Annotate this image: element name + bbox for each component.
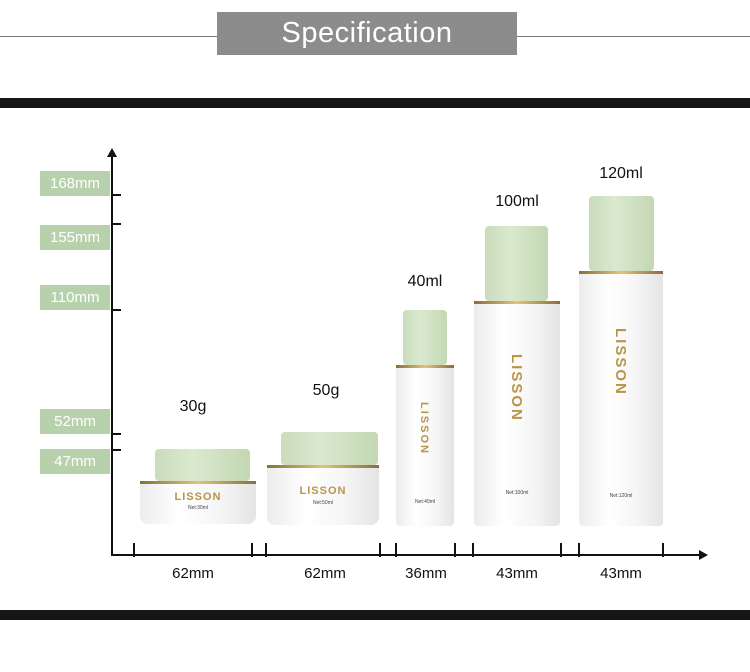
brand-logo: LISSON bbox=[174, 491, 222, 503]
axis-tick bbox=[395, 543, 397, 557]
header-line-left bbox=[0, 36, 217, 37]
bottle-cap bbox=[589, 196, 654, 271]
bottle-cap bbox=[403, 310, 447, 365]
page-title: Specification bbox=[217, 12, 517, 55]
bottom-band bbox=[0, 610, 750, 620]
width-label-43mm: 43mm bbox=[600, 565, 642, 582]
width-label-43mm: 43mm bbox=[496, 565, 538, 582]
axis-tick bbox=[472, 543, 474, 557]
brand-logo: LISSON bbox=[508, 354, 525, 422]
axis-tick bbox=[578, 543, 580, 557]
jar-body bbox=[267, 468, 379, 525]
height-label-168: 168mm bbox=[40, 171, 110, 196]
top-band bbox=[0, 98, 750, 108]
net-label: Net:50ml bbox=[312, 500, 333, 506]
capacity-label-30g: 30g bbox=[179, 398, 207, 415]
capacity-label-120ml: 120ml bbox=[599, 165, 643, 182]
net-label: Net:40ml bbox=[414, 499, 435, 505]
axis-arrow-right-icon bbox=[699, 550, 708, 560]
gold-ring bbox=[267, 465, 379, 468]
axis-tick bbox=[112, 223, 121, 225]
net-label: Net:120ml bbox=[609, 493, 633, 499]
axis-tick bbox=[265, 543, 267, 557]
height-label-52: 52mm bbox=[40, 409, 110, 434]
bottle-body bbox=[579, 274, 663, 526]
height-label-155: 155mm bbox=[40, 225, 110, 250]
axis-tick bbox=[112, 309, 121, 311]
jar-body bbox=[140, 484, 256, 524]
width-label-62mm: 62mm bbox=[304, 565, 346, 582]
axis-tick bbox=[112, 433, 121, 435]
axis-tick bbox=[112, 194, 121, 196]
jar-cap bbox=[155, 449, 250, 481]
header-line-right bbox=[517, 36, 750, 37]
height-label-110: 110mm bbox=[40, 285, 110, 310]
gold-ring bbox=[579, 271, 663, 274]
capacity-label-40ml: 40ml bbox=[407, 273, 443, 290]
width-label-62mm: 62mm bbox=[172, 565, 214, 582]
width-label-36mm: 36mm bbox=[405, 565, 447, 582]
capacity-label-100ml: 100ml bbox=[495, 193, 539, 210]
jar-cap bbox=[281, 432, 378, 465]
axis-tick bbox=[662, 543, 664, 557]
brand-logo: LISSON bbox=[418, 402, 430, 455]
brand-logo: LISSON bbox=[299, 485, 347, 497]
vertical-axis bbox=[111, 155, 113, 556]
net-label: Net:100ml bbox=[505, 490, 529, 496]
axis-tick bbox=[454, 543, 456, 557]
bottle-cap bbox=[485, 226, 548, 301]
net-label: Net:30ml bbox=[187, 505, 208, 511]
horizontal-axis bbox=[111, 554, 700, 556]
axis-tick bbox=[251, 543, 253, 557]
gold-ring bbox=[140, 481, 256, 484]
axis-tick bbox=[560, 543, 562, 557]
axis-arrow-up-icon bbox=[107, 148, 117, 157]
bottle-body bbox=[396, 368, 454, 526]
gold-ring bbox=[474, 301, 560, 304]
capacity-label-50g: 50g bbox=[312, 382, 340, 399]
gold-ring bbox=[396, 365, 454, 368]
brand-logo: LISSON bbox=[612, 328, 629, 396]
height-label-47: 47mm bbox=[40, 449, 110, 474]
axis-tick bbox=[133, 543, 135, 557]
axis-tick bbox=[379, 543, 381, 557]
bottle-body bbox=[474, 304, 560, 526]
axis-tick bbox=[112, 449, 121, 451]
